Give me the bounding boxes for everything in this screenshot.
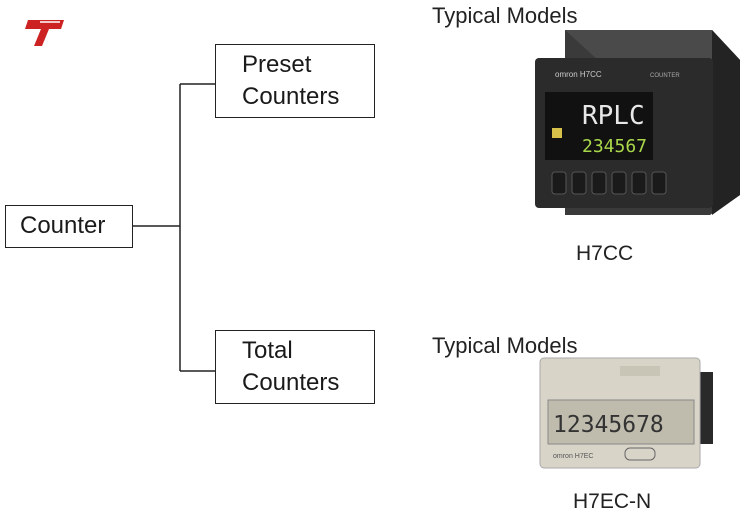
typical-models-heading-2: Typical Models bbox=[432, 333, 578, 358]
h7ec-brand-text: omron H7EC bbox=[553, 453, 593, 460]
h7cc-tag-text: COUNTER bbox=[650, 73, 680, 79]
preset-counters-node: Preset Counters bbox=[215, 44, 375, 118]
h7cc-model-name: H7CC bbox=[576, 242, 634, 265]
preset-counters-line2: Counters bbox=[242, 83, 340, 110]
tree-connectors bbox=[133, 83, 215, 372]
preset-counters-line1: Preset bbox=[242, 51, 312, 78]
h7cc-display-top: RPLC bbox=[582, 101, 645, 131]
h7ec-model-name: H7EC-N bbox=[573, 490, 652, 513]
total-counters-node: Total Counters bbox=[215, 330, 375, 404]
h7cc-brand-text: omron H7CC bbox=[555, 70, 602, 79]
total-counters-line1: Total bbox=[242, 337, 293, 364]
counter-label: Counter bbox=[20, 212, 106, 239]
h7cc-device-image: omron H7CC COUNTER RPLC 234567 bbox=[535, 30, 740, 215]
logo-mark bbox=[25, 20, 64, 46]
h7ec-display: 12345678 bbox=[553, 412, 664, 438]
h7ec-device-image: 12345678 omron H7EC bbox=[539, 357, 713, 469]
typical-models-heading-1: Typical Models bbox=[432, 3, 578, 28]
total-counters-line2: Counters bbox=[242, 369, 340, 396]
counter-node: Counter bbox=[5, 205, 133, 248]
h7cc-display-bottom: 234567 bbox=[582, 136, 647, 157]
